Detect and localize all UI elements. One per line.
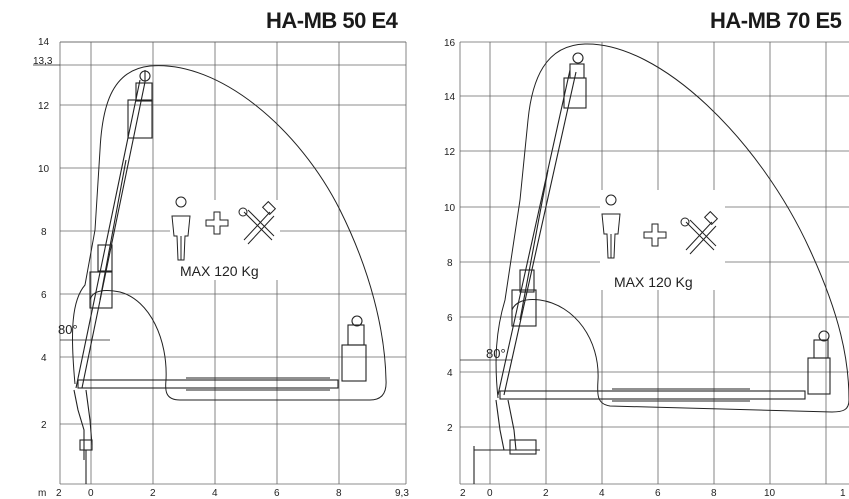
d1-angle-label: 80°	[58, 322, 78, 337]
d2-ytick-16: 16	[444, 38, 456, 49]
diagram-1: 2 4 6 8 10 12 13,3 14 m 2 0 2 4 6 8 9,3 …	[33, 37, 409, 499]
d1-ytick-6: 6	[41, 290, 47, 301]
d2-xtick-10: 10	[764, 488, 776, 499]
diagram-1-title: HA-MB 50 E4	[266, 8, 398, 33]
d2-xtick-4: 4	[599, 488, 605, 499]
d2-xtick-2: 2	[543, 488, 549, 499]
diagram-2-title: HA-MB 70 E5	[710, 8, 842, 33]
d1-ytick-13-3: 13,3	[33, 56, 53, 67]
d1-xtick-4: 4	[212, 488, 218, 499]
diagram-1-envelope	[72, 65, 387, 401]
diagram-2-boom-raised	[497, 52, 587, 396]
d2-xtick-neg2: 2	[460, 488, 466, 499]
worker-icon	[171, 196, 191, 261]
tools-icon	[238, 200, 277, 245]
diagram-2-base	[473, 399, 540, 484]
plus-icon	[643, 223, 667, 247]
d1-ytick-4: 4	[41, 353, 47, 364]
diagram-1-base	[73, 389, 93, 484]
diagram-2: 2 4 6 8 10 12 14 16 2 0 2 4 6 8 10 1 80°…	[444, 38, 849, 499]
d2-xtick-6: 6	[655, 488, 661, 499]
d1-xtick-unit: m	[38, 488, 46, 499]
d2-ytick-2: 2	[447, 423, 453, 434]
d1-xtick-8: 8	[336, 488, 342, 499]
diagram-1-boom-horizontal	[77, 315, 367, 391]
d1-xtick-2: 2	[150, 488, 156, 499]
d2-ytick-8: 8	[447, 258, 453, 269]
plus-icon	[205, 211, 229, 235]
d1-ytick-2: 2	[41, 420, 47, 431]
d1-xtick-9-3: 9,3	[395, 488, 409, 499]
diagram-2-boom-horizontal	[499, 330, 831, 402]
d2-ytick-4: 4	[447, 368, 453, 379]
tools-icon	[680, 210, 719, 255]
d1-ytick-10: 10	[38, 164, 50, 175]
diagram-2-envelope	[495, 43, 849, 413]
d2-xtick-8: 8	[711, 488, 717, 499]
d2-capacity-label: MAX 120 Kg	[614, 274, 693, 290]
d2-ytick-6: 6	[447, 313, 453, 324]
d2-angle-label: 80°	[486, 346, 506, 361]
d1-xtick-6: 6	[274, 488, 280, 499]
diagram-1-boom-raised	[75, 70, 153, 389]
worker-icon	[601, 194, 621, 259]
d2-ytick-12: 12	[444, 147, 456, 158]
d2-xtick-0: 0	[487, 488, 493, 499]
d2-ytick-10: 10	[444, 203, 456, 214]
d1-ytick-14: 14	[38, 37, 50, 48]
d1-capacity-label: MAX 120 Kg	[180, 263, 259, 279]
d1-ytick-12: 12	[38, 101, 50, 112]
d1-ytick-8: 8	[41, 227, 47, 238]
d2-xtick-12: 1	[840, 488, 846, 499]
d1-xtick-neg2: 2	[56, 488, 62, 499]
d1-xtick-0: 0	[88, 488, 94, 499]
d2-ytick-14: 14	[444, 92, 456, 103]
